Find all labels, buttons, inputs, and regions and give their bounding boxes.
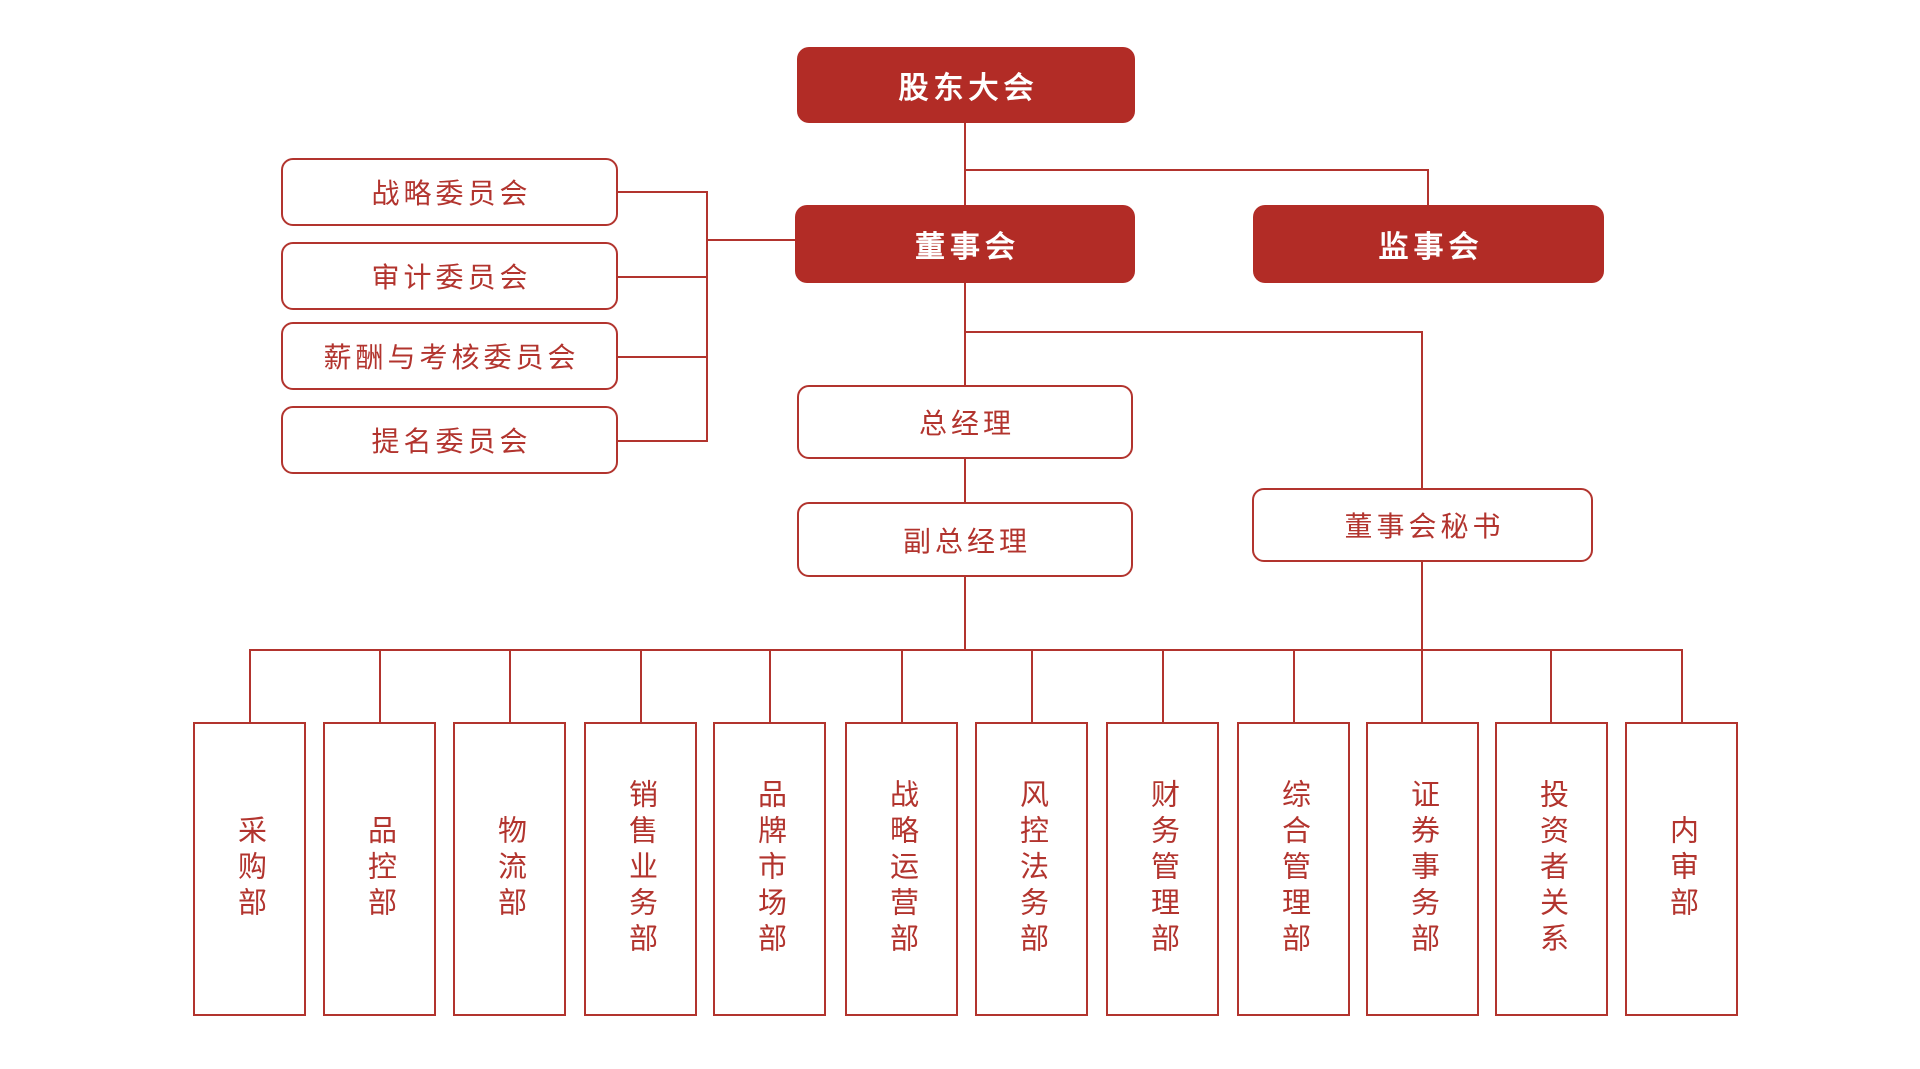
node-supervisory-board: 监事会 (1253, 205, 1604, 283)
connector-deputy-to-bus (964, 577, 966, 651)
connector-dept-stub-1 (249, 649, 251, 723)
node-dept-securities-affairs: 证券事务部 (1366, 722, 1479, 1016)
connector-committee-3 (618, 356, 707, 358)
node-dept-finance-management: 财务管理部 (1106, 722, 1219, 1016)
connector-dept-stub-7 (1031, 649, 1033, 723)
node-compensation-assessment-committee: 薪酬与考核委员会 (281, 322, 618, 390)
connector-dept-stub-11 (1550, 649, 1552, 723)
connector-committee-1 (618, 191, 707, 193)
node-nomination-committee: 提名委员会 (281, 406, 618, 474)
connector-dept-stub-12 (1681, 649, 1683, 723)
connector-board-drop (964, 283, 966, 385)
connector-dept-stub-5 (769, 649, 771, 723)
node-deputy-general-manager: 副总经理 (797, 502, 1133, 577)
connector-dept-stub-3 (509, 649, 511, 723)
node-dept-strategy-operations: 战略运营部 (845, 722, 958, 1016)
node-dept-quality-control: 品控部 (323, 722, 436, 1016)
connector-shareholders-drop (964, 123, 966, 205)
connector-committee-4 (618, 440, 707, 442)
node-shareholders-meeting: 股东大会 (797, 47, 1135, 123)
connector-dept-stub-9 (1293, 649, 1295, 723)
node-board-secretary: 董事会秘书 (1252, 488, 1593, 562)
connector-secretary-to-dept (1421, 562, 1423, 723)
connector-dept-stub-2 (379, 649, 381, 723)
connector-secretary-drop (1421, 331, 1423, 489)
node-dept-logistics: 物流部 (453, 722, 566, 1016)
node-strategy-committee: 战略委员会 (281, 158, 618, 226)
connector-dept-stub-4 (640, 649, 642, 723)
node-dept-procurement: 采购部 (193, 722, 306, 1016)
node-audit-committee: 审计委员会 (281, 242, 618, 310)
node-dept-brand-marketing: 品牌市场部 (713, 722, 826, 1016)
node-dept-risk-legal: 风控法务部 (975, 722, 1088, 1016)
node-dept-investor-relations: 投资者关系 (1495, 722, 1608, 1016)
connector-committee-spine (706, 191, 708, 442)
connector-dept-stub-8 (1162, 649, 1164, 723)
connector-dept-stub-6 (901, 649, 903, 723)
node-general-manager: 总经理 (797, 385, 1133, 459)
connector-supervisory-drop (1427, 169, 1429, 207)
connector-committee-2 (618, 276, 707, 278)
connector-top-branch (964, 169, 1429, 171)
node-dept-general-management: 综合管理部 (1237, 722, 1350, 1016)
connector-mid-branch (964, 331, 1423, 333)
node-dept-sales-business: 销售业务部 (584, 722, 697, 1016)
connector-spine-to-board (706, 239, 796, 241)
connector-department-bus (249, 649, 1683, 651)
node-board-of-directors: 董事会 (795, 205, 1135, 283)
node-dept-internal-audit: 内审部 (1625, 722, 1738, 1016)
connector-dept-stub-10 (1421, 649, 1423, 723)
connector-gm-to-deputy (964, 459, 966, 503)
